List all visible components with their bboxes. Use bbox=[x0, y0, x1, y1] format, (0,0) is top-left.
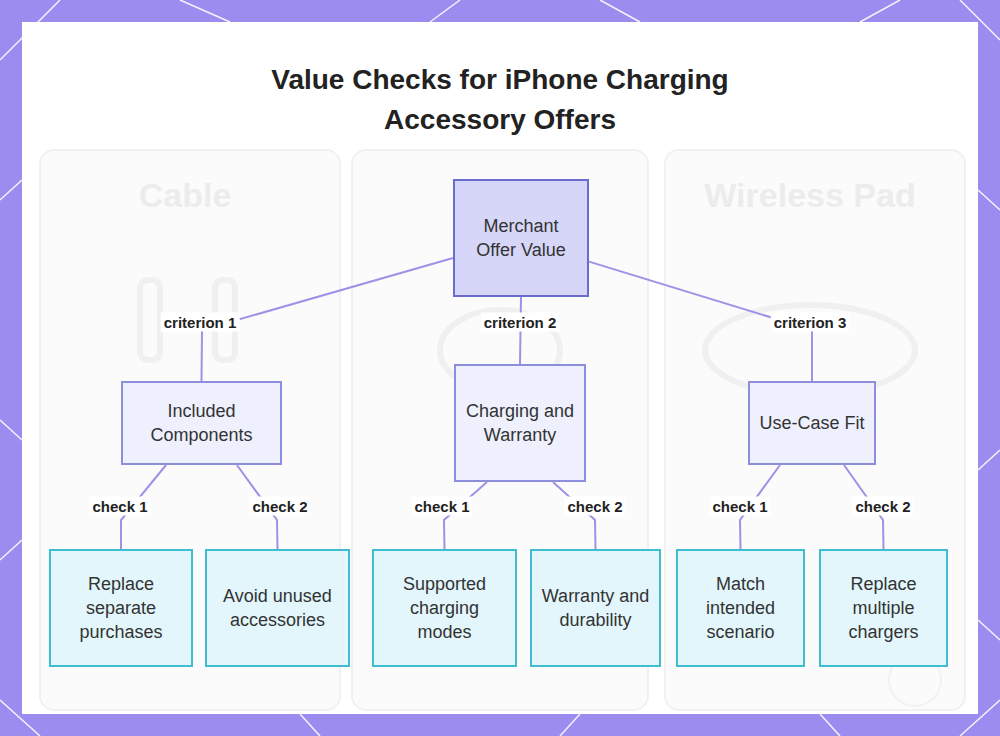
box-label: Merchant Offer Value bbox=[463, 214, 579, 262]
connector-line bbox=[553, 482, 596, 549]
edge-label: check 2 bbox=[564, 497, 625, 516]
box-label: Warranty and durability bbox=[540, 584, 651, 632]
edge-label: check 2 bbox=[852, 497, 913, 516]
box-text-group: Warranty and durability bbox=[540, 584, 651, 632]
edge-label: criterion 1 bbox=[161, 313, 240, 332]
box-text-group: Match intended scenario bbox=[686, 572, 795, 644]
process-box: Warranty and durability bbox=[530, 549, 661, 667]
process-box: Charging and Warranty bbox=[454, 364, 586, 482]
box-text-group: Avoid unused accessories bbox=[215, 584, 340, 632]
process-box: Supported charging modes bbox=[372, 549, 517, 667]
box-text-group: Charging and Warranty bbox=[464, 399, 576, 447]
box-label: Charging and Warranty bbox=[464, 399, 576, 447]
edge-label: criterion 3 bbox=[771, 313, 850, 332]
box-label: Replace separate purchases bbox=[59, 572, 183, 644]
process-box: Use-Case Fit bbox=[748, 381, 876, 465]
box-label: Avoid unused accessories bbox=[215, 584, 340, 632]
box-text-group: Replace separate purchases bbox=[59, 572, 183, 644]
process-box: Match intended scenario bbox=[676, 549, 805, 667]
edge-label: check 1 bbox=[411, 497, 472, 516]
box-text-group: Replace multiple chargers bbox=[829, 572, 938, 644]
box-text-group: Included Components bbox=[131, 399, 272, 447]
diagram-title: Value Checks for iPhone Charging Accesso… bbox=[200, 60, 800, 140]
process-box: Merchant Offer Value bbox=[453, 179, 589, 297]
watermark-text: Wireless Pad bbox=[704, 176, 915, 215]
box-label: Supported charging modes bbox=[382, 572, 507, 644]
edge-label: check 2 bbox=[249, 497, 310, 516]
process-box: Replace separate purchases bbox=[49, 549, 193, 667]
box-text-group: Supported charging modes bbox=[382, 572, 507, 644]
box-label: Use-Case Fit bbox=[759, 411, 864, 435]
box-label: Replace multiple chargers bbox=[829, 572, 938, 644]
edge-label: criterion 2 bbox=[481, 313, 560, 332]
process-box: Avoid unused accessories bbox=[205, 549, 350, 667]
edge-label: check 1 bbox=[89, 497, 150, 516]
box-label: Included Components bbox=[131, 399, 272, 447]
edge-label: check 1 bbox=[709, 497, 770, 516]
process-box: Replace multiple chargers bbox=[819, 549, 948, 667]
box-text-group: Merchant Offer Value bbox=[463, 214, 579, 262]
process-box: Included Components bbox=[121, 381, 282, 465]
box-label: Match intended scenario bbox=[686, 572, 795, 644]
box-text-group: Use-Case Fit bbox=[759, 411, 864, 435]
watermark-text: Cable bbox=[139, 176, 232, 215]
connector-line bbox=[444, 482, 487, 549]
